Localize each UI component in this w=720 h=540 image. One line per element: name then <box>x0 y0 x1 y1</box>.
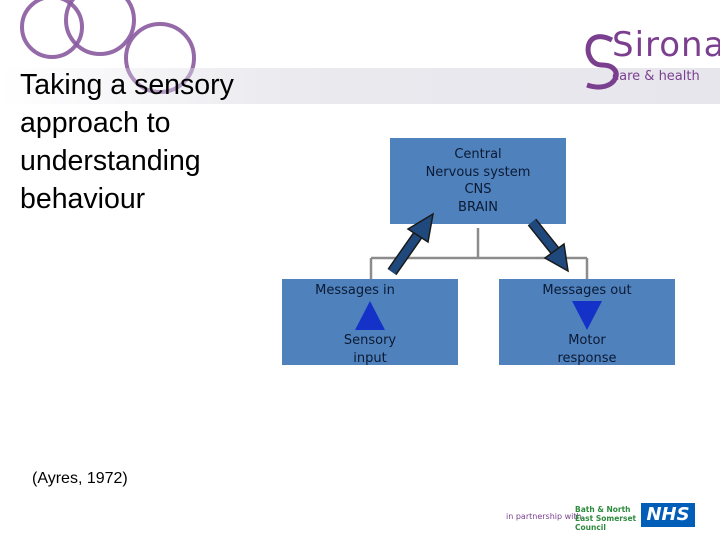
cns-line: BRAIN <box>458 199 498 215</box>
messages-out-label: Messages out <box>542 283 632 298</box>
sensory-input-label: Sensory input <box>343 333 397 366</box>
cns-line: Central <box>454 147 502 162</box>
messages-out-box: Messages out Motor response <box>499 279 675 366</box>
cns-line: Nervous system <box>425 164 531 180</box>
cns-line: CNS <box>464 182 492 197</box>
partner-text: in partnership with <box>506 512 582 521</box>
triangle-down-icon <box>572 301 602 330</box>
triangle-up-icon <box>355 301 385 330</box>
arrow-up-icon <box>387 212 435 276</box>
sirona-logo-icon <box>585 34 619 90</box>
council-logo: Bath & North East Somerset Council <box>575 505 637 532</box>
arrow-down-icon <box>527 218 569 273</box>
motor-response-label: Motor response <box>557 333 617 366</box>
logo-tagline: care & health <box>612 69 700 84</box>
citation: (Ayres, 1972) <box>32 470 128 487</box>
nhs-logo: NHS <box>641 503 695 527</box>
logo-wordmark: Sirona <box>612 25 720 65</box>
cns-text: Central Nervous system CNS BRAIN <box>390 146 566 216</box>
messages-in-label: Messages in <box>315 283 395 298</box>
slide-title: Taking a sensory approach to understandi… <box>20 69 234 215</box>
cns-box: Central Nervous system CNS BRAIN <box>390 138 566 224</box>
